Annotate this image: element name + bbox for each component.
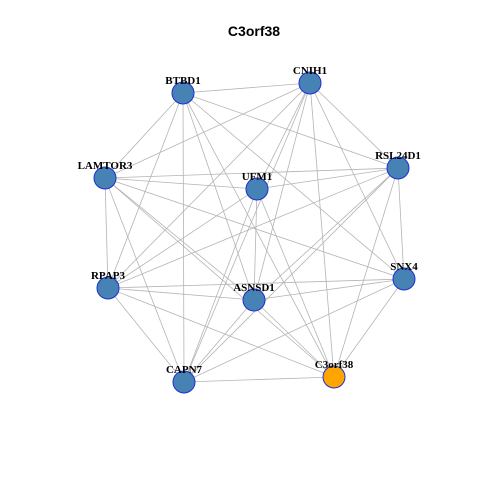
edge-snx4-capn7 xyxy=(183,278,405,383)
edge-rpap3-c3orf38 xyxy=(107,287,335,378)
node-cnih1[interactable] xyxy=(298,71,322,95)
edge-btbd1-cnih1 xyxy=(182,82,311,94)
graph-title: C3orf38 xyxy=(228,23,280,39)
node-label-lamtor3: LAMTOR3 xyxy=(78,160,133,172)
node-lamtor3[interactable] xyxy=(93,166,117,190)
edge-asnsd1-c3orf38 xyxy=(253,299,335,378)
edge-btbd1-lamtor3 xyxy=(104,92,184,179)
edge-btbd1-rpap3 xyxy=(107,92,184,289)
node-btbd1[interactable] xyxy=(171,81,195,105)
edge-btbd1-rsl24d1 xyxy=(182,92,399,169)
edge-snx4-asnsd1 xyxy=(253,278,405,301)
edge-snx4-rpap3 xyxy=(107,278,405,289)
edge-c3orf38-capn7 xyxy=(183,376,335,383)
edge-lamtor3-ufm1 xyxy=(104,177,258,190)
node-label-rsl24d1: RSL24D1 xyxy=(375,150,421,162)
edge-rsl24d1-c3orf38 xyxy=(333,167,399,378)
edge-ufm1-asnsd1 xyxy=(253,188,258,301)
edge-cnih1-c3orf38 xyxy=(309,82,335,378)
node-c3orf38[interactable] xyxy=(322,365,346,389)
edge-rpap3-asnsd1 xyxy=(107,287,255,301)
node-snx4[interactable] xyxy=(392,267,416,291)
node-label-asnsd1: ASNSD1 xyxy=(233,282,275,294)
edge-cnih1-snx4 xyxy=(309,82,405,280)
edge-rpap3-capn7 xyxy=(107,287,185,383)
edge-lamtor3-asnsd1 xyxy=(104,177,255,301)
edge-rsl24d1-capn7 xyxy=(183,167,399,383)
labels-layer: CNIH1BTBD1RSL24D1LAMTOR3UFM1SNX4RPAP3ASN… xyxy=(78,65,421,376)
edge-rsl24d1-lamtor3 xyxy=(104,167,399,179)
edges-layer xyxy=(104,82,405,383)
node-label-c3orf38: C3orf38 xyxy=(315,359,354,371)
node-rsl24d1[interactable] xyxy=(386,156,410,180)
edge-asnsd1-capn7 xyxy=(183,299,255,383)
edge-btbd1-snx4 xyxy=(182,92,405,280)
edge-snx4-c3orf38 xyxy=(333,278,405,378)
node-rpap3[interactable] xyxy=(96,276,120,300)
edge-lamtor3-capn7 xyxy=(104,177,185,383)
edge-rsl24d1-snx4 xyxy=(397,167,405,280)
node-label-btbd1: BTBD1 xyxy=(165,75,200,87)
node-ufm1[interactable] xyxy=(245,177,269,201)
edge-btbd1-asnsd1 xyxy=(182,92,255,301)
edge-ufm1-rpap3 xyxy=(107,188,258,289)
edge-cnih1-asnsd1 xyxy=(253,82,311,301)
node-label-snx4: SNX4 xyxy=(390,261,418,273)
edge-cnih1-ufm1 xyxy=(256,82,311,190)
edge-btbd1-c3orf38 xyxy=(182,92,335,378)
node-capn7[interactable] xyxy=(172,370,196,394)
edge-cnih1-capn7 xyxy=(183,82,311,383)
edge-cnih1-lamtor3 xyxy=(104,82,311,179)
node-label-capn7: CAPN7 xyxy=(166,364,203,376)
edge-lamtor3-c3orf38 xyxy=(104,177,335,378)
edge-lamtor3-rpap3 xyxy=(104,177,109,289)
edge-lamtor3-snx4 xyxy=(104,177,405,280)
nodes-layer xyxy=(93,71,416,394)
node-label-cnih1: CNIH1 xyxy=(293,65,327,77)
edge-ufm1-capn7 xyxy=(183,188,258,383)
edge-rsl24d1-ufm1 xyxy=(256,167,399,190)
node-label-ufm1: UFM1 xyxy=(242,171,273,183)
edge-ufm1-c3orf38 xyxy=(256,188,335,378)
edge-cnih1-rsl24d1 xyxy=(309,82,399,169)
node-asnsd1[interactable] xyxy=(242,288,266,312)
node-label-rpap3: RPAP3 xyxy=(91,270,126,282)
edge-rsl24d1-asnsd1 xyxy=(253,167,399,301)
